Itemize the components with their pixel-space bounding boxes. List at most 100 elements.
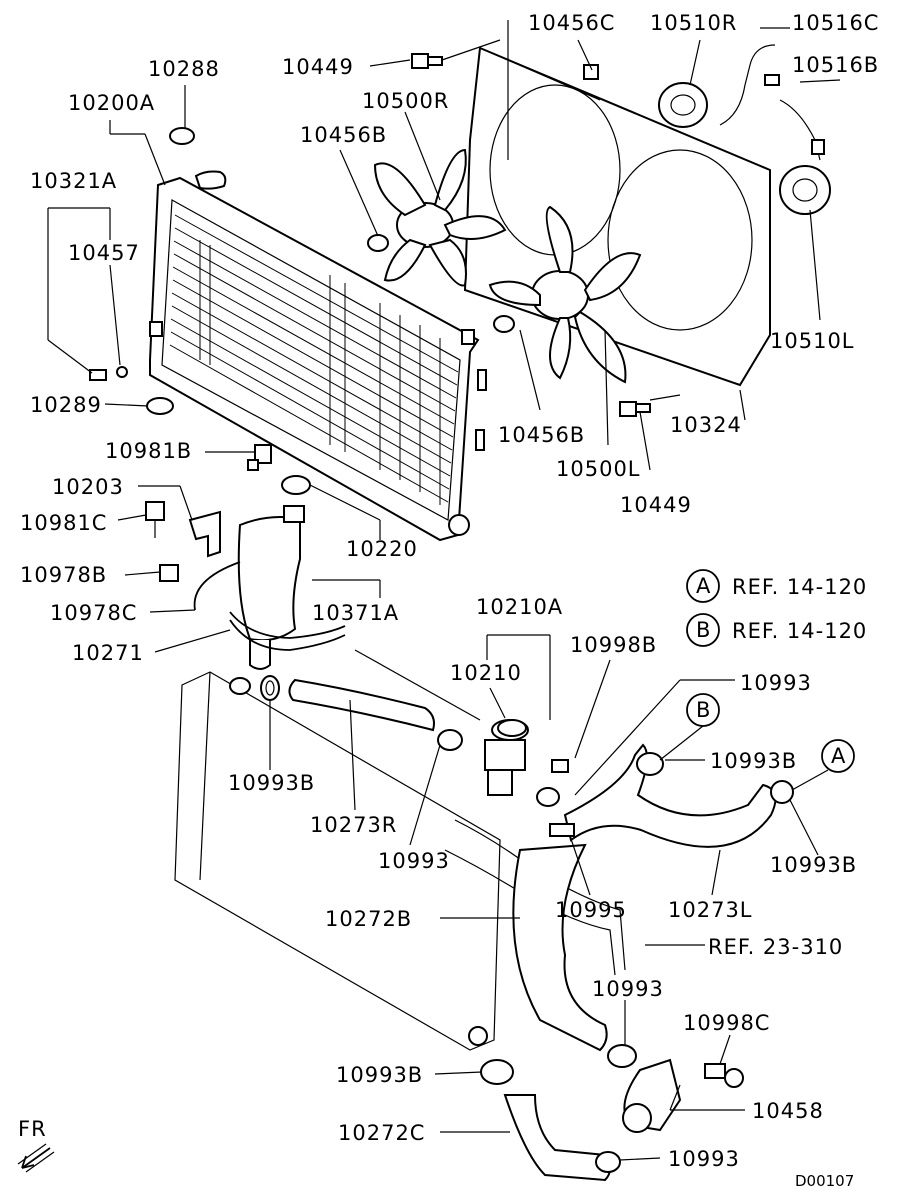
- fan-motor-10510r: [658, 82, 708, 128]
- label-10993b-left: 10993B: [228, 771, 315, 795]
- legend-marker-a: A: [696, 574, 711, 598]
- label-10200a: 10200A: [68, 91, 155, 115]
- cap-10220: [281, 475, 311, 495]
- label-10500l: 10500L: [556, 457, 641, 481]
- label-10981b: 10981B: [105, 439, 192, 463]
- marker-b: B: [696, 698, 711, 722]
- label-10272c: 10272C: [338, 1121, 425, 1145]
- label-10449-lower: 10449: [620, 493, 692, 517]
- label-10271: 10271: [72, 641, 144, 665]
- bolt-10981c: [145, 501, 165, 538]
- reference-legend: A REF. 14-120 B REF. 14-120: [686, 569, 867, 647]
- label-10998b: 10998B: [570, 633, 657, 657]
- grommet-10456b-lower: [493, 315, 515, 333]
- callout-labels: 10449 10456C 10510R 10516C 10516B 10288 …: [20, 11, 879, 1171]
- reserve-tank-10371a: [237, 505, 305, 670]
- label-10203: 10203: [52, 475, 124, 499]
- hose-markers: B A: [659, 693, 855, 791]
- front-direction-indicator: FR: [17, 1117, 55, 1173]
- label-10993-bottom: 10993: [668, 1147, 740, 1171]
- sensor-10998c: [704, 1063, 744, 1088]
- drain-plug-10457: [89, 366, 128, 381]
- label-10273l: 10273L: [668, 898, 753, 922]
- label-10978b: 10978B: [20, 563, 107, 587]
- lower-hose-10272c: [503, 1094, 611, 1182]
- bolt-10449-top: [411, 53, 443, 69]
- label-10458: 10458: [752, 1099, 824, 1123]
- label-10457: 10457: [68, 241, 140, 265]
- grommet-10456b-upper: [367, 234, 389, 252]
- label-10289: 10289: [30, 393, 102, 417]
- mount-10289: [146, 397, 174, 415]
- hose-10271: [229, 619, 346, 651]
- label-10456c: 10456C: [528, 11, 615, 35]
- label-10993-lower: 10993: [592, 977, 664, 1001]
- fan-10500r: [373, 148, 507, 287]
- bolt-10449-lower: [619, 401, 651, 417]
- legend-marker-b: B: [696, 618, 711, 642]
- label-10272b: 10272B: [325, 907, 412, 931]
- clamp-10993b-right: [636, 752, 664, 776]
- lower-hose-10272b: [512, 843, 608, 1052]
- radiator-outline-lower: [174, 671, 501, 1051]
- label-10321a: 10321A: [30, 169, 117, 193]
- label-10510l: 10510L: [770, 329, 855, 353]
- label-10993b-right: 10993B: [710, 749, 797, 773]
- label-10273r: 10273R: [310, 813, 397, 837]
- upper-hose-10273r: [288, 678, 435, 732]
- label-10993b-lower: 10993B: [336, 1063, 423, 1087]
- clamp-10993-mid: [536, 787, 560, 807]
- fr-arrow-icon: [21, 1147, 51, 1169]
- label-10998c: 10998C: [683, 1011, 770, 1035]
- label-10449-top: 10449: [282, 55, 354, 79]
- hose-10273l: [563, 743, 777, 848]
- label-10993-right: 10993: [740, 671, 812, 695]
- bracket-10203: [188, 510, 221, 558]
- label-10288: 10288: [148, 57, 220, 81]
- label-10220: 10220: [346, 537, 418, 561]
- mount-10288: [169, 127, 195, 145]
- label-10371a: 10371A: [312, 601, 399, 625]
- label-ref-23-310: REF. 23-310: [708, 935, 843, 959]
- bracket-10995: [549, 823, 575, 837]
- clamp-10993-bottom: [595, 1151, 621, 1173]
- label-10516c: 10516C: [792, 11, 879, 35]
- leader-lines: [47, 20, 841, 1161]
- legend-ref-a: REF. 14-120: [732, 575, 867, 599]
- label-10993-mid: 10993: [378, 849, 450, 873]
- clamp-10993b-lower: [480, 1059, 514, 1085]
- label-10324: 10324: [670, 413, 742, 437]
- label-10995: 10995: [555, 898, 627, 922]
- marker-a: A: [831, 744, 846, 768]
- label-10516b: 10516B: [792, 53, 879, 77]
- grommet-10456c: [583, 64, 599, 80]
- clip-10978b: [159, 564, 179, 582]
- hose-clip-10978c: [193, 561, 241, 611]
- label-10456b-lower: 10456B: [498, 423, 585, 447]
- fan-motor-10510l: [779, 165, 831, 215]
- cap-10210: [497, 719, 527, 737]
- radiator: [149, 170, 487, 542]
- label-10210: 10210: [450, 661, 522, 685]
- label-10500r: 10500R: [362, 89, 449, 113]
- label-10210a: 10210A: [476, 595, 563, 619]
- label-10978c: 10978C: [50, 601, 137, 625]
- clamp-10993-lower: [607, 1044, 637, 1068]
- legend-ref-b: REF. 14-120: [732, 619, 867, 643]
- label-10993b-far: 10993B: [770, 853, 857, 877]
- label-10456b-upper: 10456B: [300, 123, 387, 147]
- label-10981c: 10981C: [20, 511, 107, 535]
- sensor-10981b: [247, 444, 272, 471]
- fan-10500l: [488, 205, 642, 384]
- diagram-code: D00107: [795, 1172, 854, 1187]
- fr-label: FR: [18, 1117, 47, 1141]
- clamp-10993-upper: [437, 729, 463, 751]
- fan-shroud: [463, 46, 771, 387]
- clamp-10993b-upper: [260, 675, 280, 701]
- water-inlet-10458: [622, 1058, 682, 1133]
- label-10510r: 10510R: [650, 11, 737, 35]
- sensor-10998b: [551, 759, 569, 773]
- clamp-10993b-far: [770, 780, 794, 804]
